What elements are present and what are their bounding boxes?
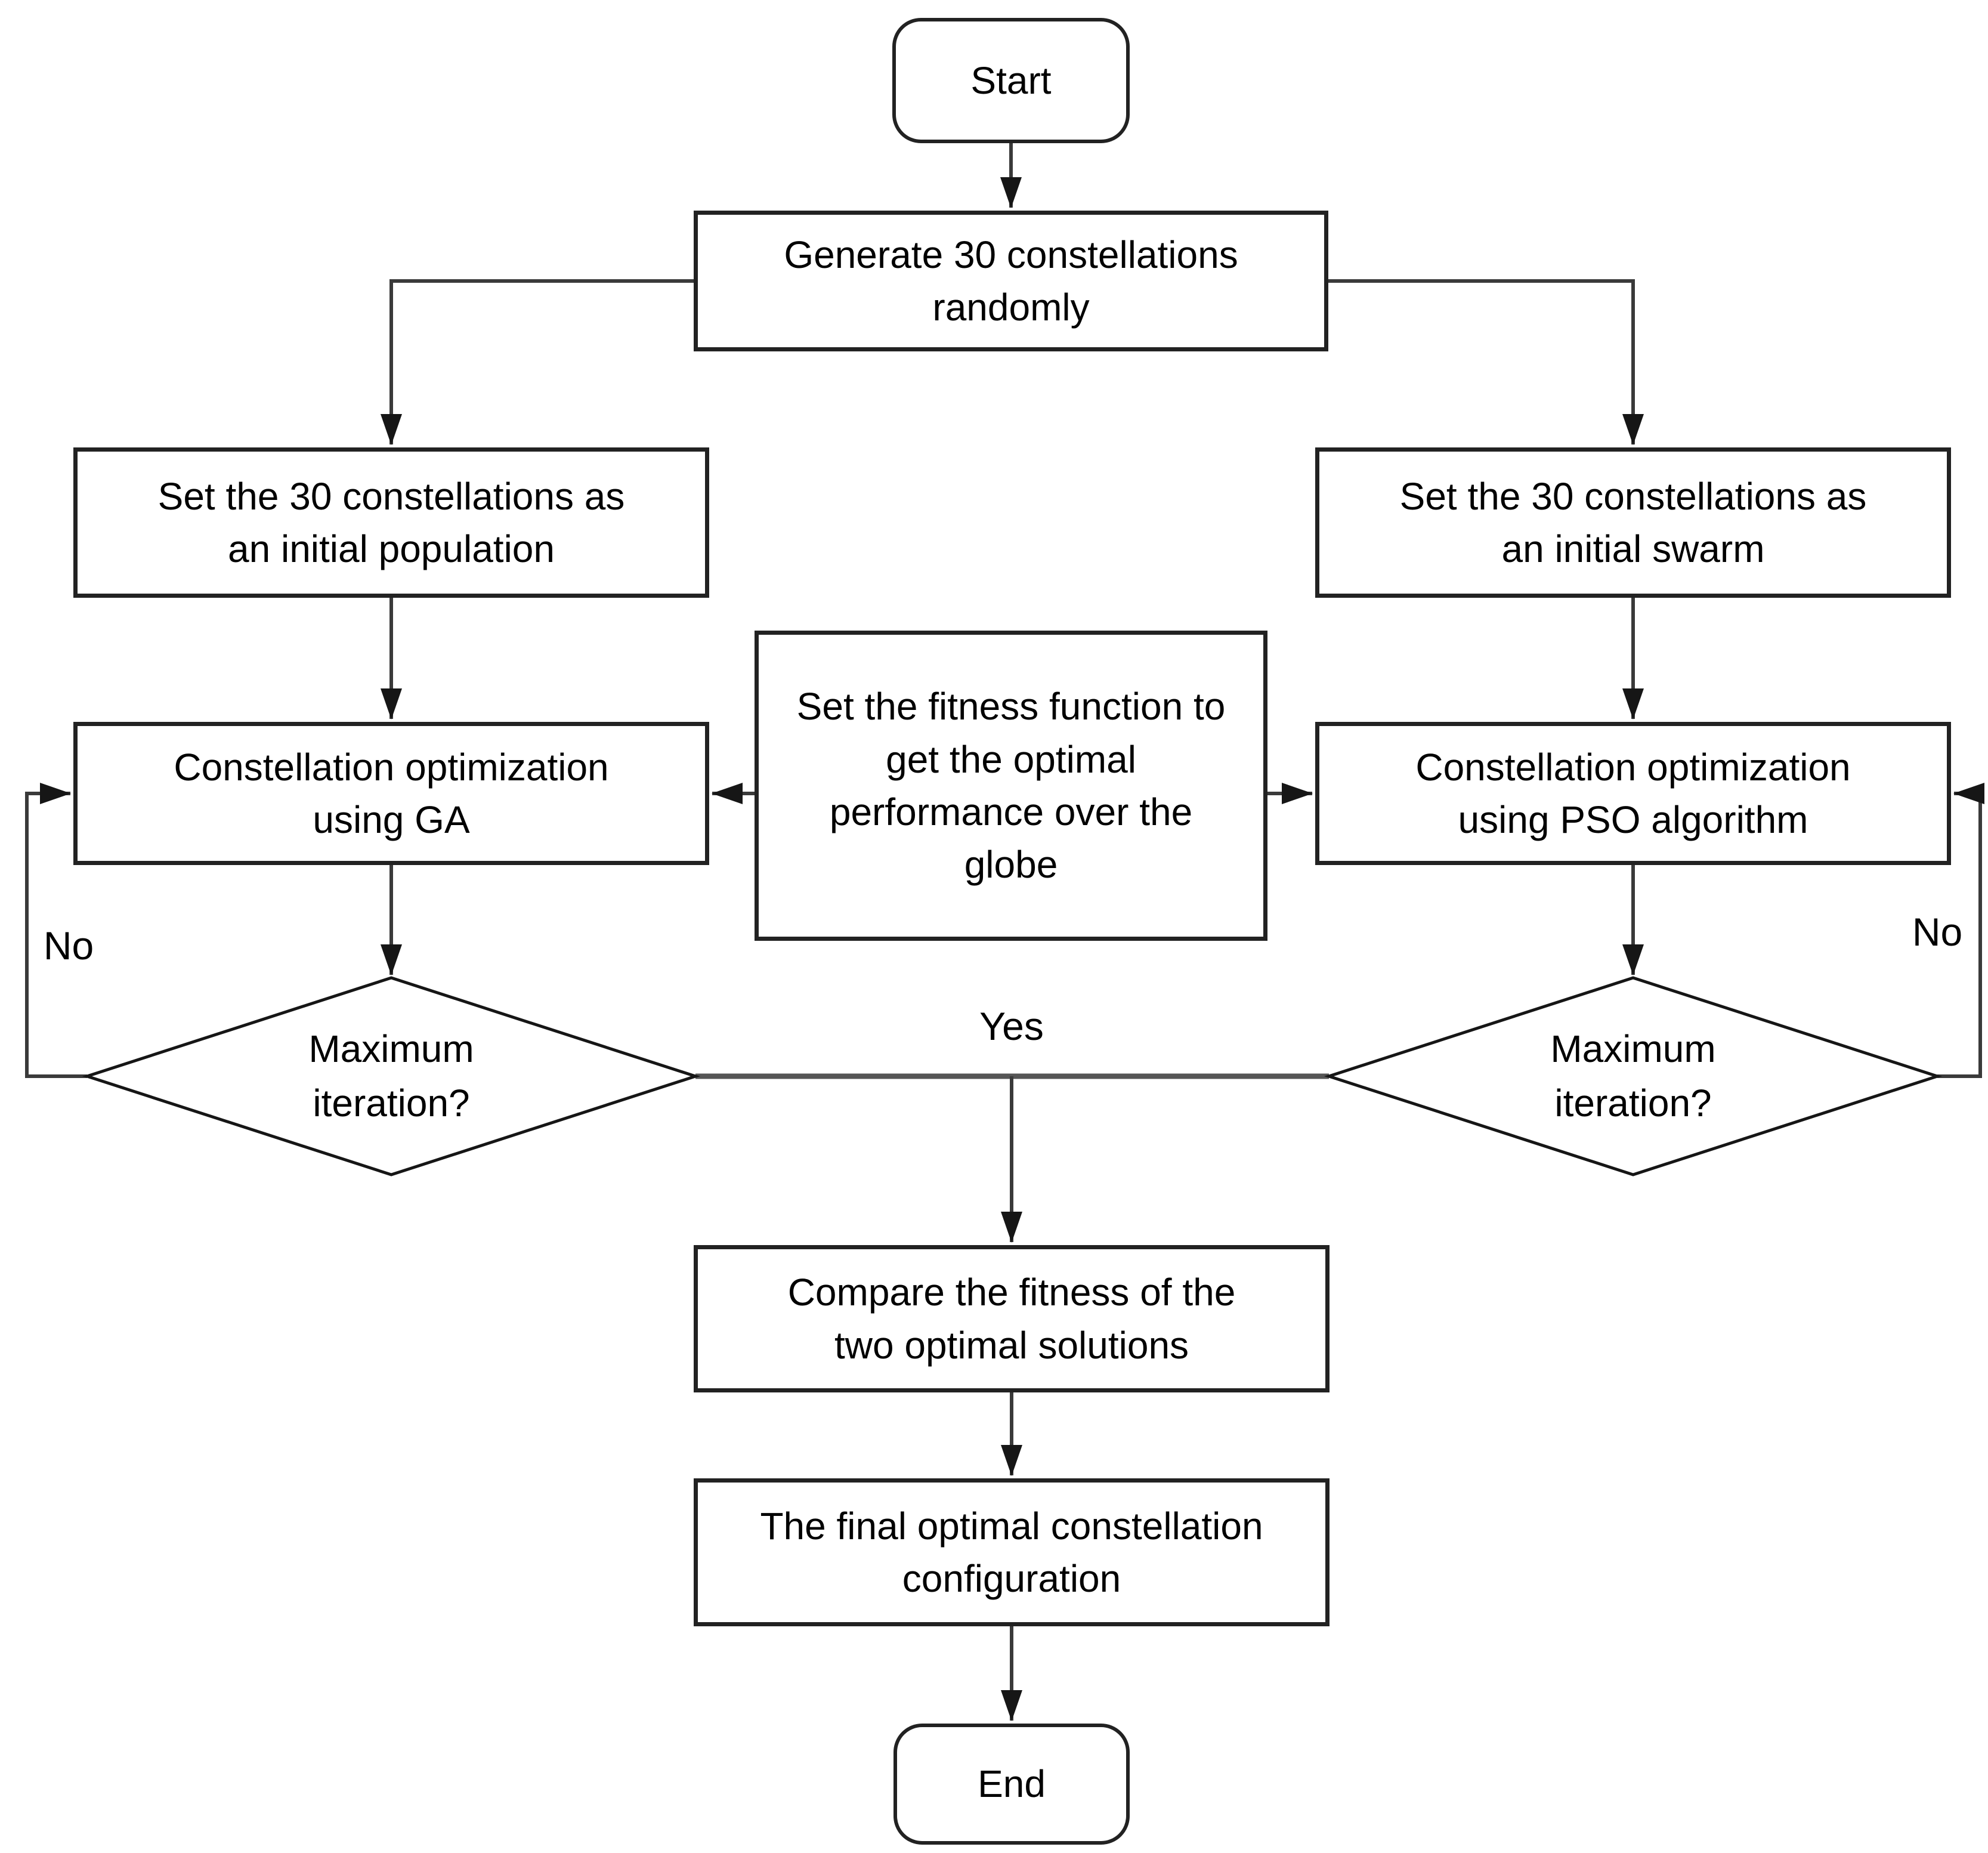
decision-diamond-ga	[82, 976, 701, 1176]
edge-no-loop-left	[25, 783, 87, 1078]
node-set-swarm-label: Set the 30 constellations as an initial …	[1399, 474, 1867, 570]
node-start: Start	[892, 18, 1130, 143]
node-end: End	[893, 1724, 1130, 1845]
node-fitness-label: Set the fitness function to get the opti…	[796, 685, 1226, 887]
node-end-label: End	[978, 1762, 1046, 1806]
node-ga-optimization: Constellation optimization using GA	[73, 722, 709, 865]
edge-label-yes: Yes	[979, 1004, 1044, 1048]
node-final-label: The final optimal constellation configur…	[760, 1504, 1263, 1600]
node-generate-label: Generate 30 constellations randomly	[784, 233, 1238, 329]
node-ga-label: Constellation optimization using GA	[174, 745, 609, 841]
edge-no-loop-right	[1937, 783, 1984, 1078]
node-final-configuration: The final optimal constellation configur…	[694, 1478, 1330, 1626]
node-pso-label: Constellation optimization using PSO alg…	[1415, 745, 1851, 841]
node-start-label: Start	[970, 58, 1052, 102]
node-pso-optimization: Constellation optimization using PSO alg…	[1315, 722, 1951, 865]
node-compare-label: Compare the fitness of the two optimal s…	[787, 1271, 1236, 1367]
node-set-initial-swarm: Set the 30 constellations as an initial …	[1315, 447, 1951, 598]
decision-pso-label: Maximum iteration?	[1550, 1027, 1716, 1125]
decision-diamond-pso	[1324, 976, 1943, 1176]
decision-ga-label: Maximum iteration?	[308, 1027, 474, 1125]
node-set-initial-population: Set the 30 constellations as an initial …	[73, 447, 709, 598]
edge-generate-to-set-population	[381, 279, 694, 445]
node-generate-constellations: Generate 30 constellations randomly	[694, 211, 1328, 351]
node-compare-fitness: Compare the fitness of the two optimal s…	[694, 1245, 1330, 1392]
edge-label-no-left: No	[43, 924, 94, 968]
node-set-population-label: Set the 30 constellations as an initial …	[157, 474, 625, 570]
node-fitness-function: Set the fitness function to get the opti…	[755, 631, 1267, 941]
edge-generate-to-set-swarm	[1328, 279, 1644, 445]
edge-label-no-right: No	[1912, 910, 1963, 954]
